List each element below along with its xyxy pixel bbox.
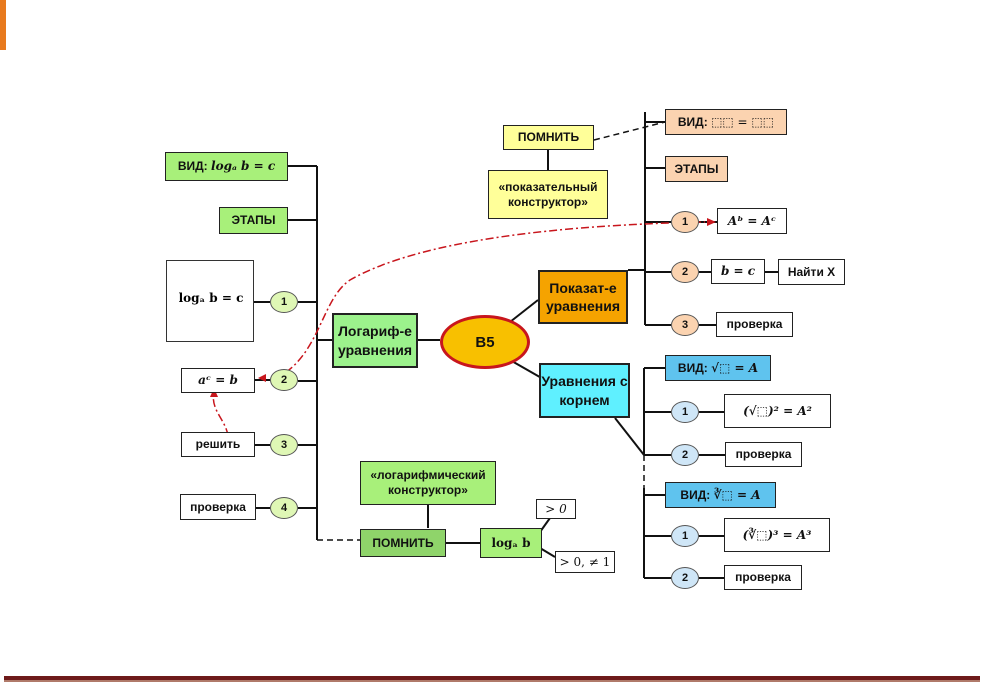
log-step-4-circle: 4 xyxy=(270,497,298,519)
exp-vid-label: ВИД: xyxy=(677,114,708,129)
root-cb-step2-box: проверка xyxy=(724,565,802,590)
log-vid-label: ВИД: xyxy=(177,159,208,173)
root-cb-step-1-circle: 1 xyxy=(671,525,699,547)
log-remember-label: ПОМНИТЬ xyxy=(372,535,434,550)
log-vid-formula: logₐ b = c xyxy=(211,159,276,173)
root-vid2-label: ВИД: xyxy=(680,487,711,502)
exp-constructor-box: «показательный конструктор» xyxy=(488,170,608,219)
root-cb-step2-label: проверка xyxy=(735,570,791,584)
root-branch-title-text: Уравнения с корнем xyxy=(541,373,628,408)
log-constructor-box: «логарифмический конструктор» xyxy=(360,461,496,505)
root-vid1-label: ВИД: xyxy=(677,360,708,375)
log-etapy-box: ЭТАПЫ xyxy=(219,207,288,234)
log-step3-box: решить xyxy=(181,432,255,457)
exp-step1-box: Aᵇ = Aᶜ xyxy=(717,208,787,234)
center-node: B5 xyxy=(440,315,530,369)
exp-constructor-label: «показательный конструктор» xyxy=(498,179,598,209)
root-sq-step2-label: проверка xyxy=(735,447,792,461)
log-vid-box: ВИД: logₐ b = c xyxy=(165,152,288,181)
exp-remember-label: ПОМНИТЬ xyxy=(517,130,580,144)
log-step-3-circle: 3 xyxy=(270,434,298,456)
log-step4-box: проверка xyxy=(180,494,256,520)
root-sq-step2-box: проверка xyxy=(725,442,802,467)
log-formula: logₐ b xyxy=(491,535,531,550)
log-step3-label: решить xyxy=(195,437,241,451)
root-cb-step1-formula: (∛⬚)³ = A³ xyxy=(742,527,812,542)
exp-etapy-label: ЭТАПЫ xyxy=(674,161,719,176)
exp-step3-label: проверка xyxy=(726,317,783,331)
root-vid1-box: ВИД: √⬚ = A xyxy=(665,355,771,381)
log-branch-title-text: Логариф-е уравнения xyxy=(337,323,413,358)
root-sq-step1-box: (√⬚)² = A² xyxy=(724,394,831,428)
footer-line xyxy=(4,676,980,682)
root-vid2-box: ВИД: ∛⬚ = A xyxy=(665,482,776,508)
log-constructor-label: «логарифмический конструктор» xyxy=(370,468,486,497)
log-step2-formula: aᶜ = b xyxy=(198,373,238,387)
exp-branch-title: Показат-е уравнения xyxy=(538,270,628,324)
exp-vid-formula: ⬚⬚ = ⬚⬚ xyxy=(711,114,775,129)
exp-remember-box: ПОМНИТЬ xyxy=(503,125,594,150)
exp-branch-title-text: Показат-е уравнения xyxy=(545,279,621,314)
root-sq-step-2-circle: 2 xyxy=(671,444,699,466)
log-cond-b-box: > 0 xyxy=(536,499,576,519)
log-step-2-circle: 2 xyxy=(270,369,298,391)
root-vid2-formula: ∛⬚ = A xyxy=(713,487,761,502)
log-step2-box: aᶜ = b xyxy=(181,368,255,393)
log-branch-title: Логариф-е уравнения xyxy=(332,313,418,368)
log-cond-a-box: > 0, ≠ 1 xyxy=(555,551,615,573)
log-formula-box: logₐ b xyxy=(480,528,542,558)
exp-etapy-box: ЭТАПЫ xyxy=(665,156,728,182)
exp-step1-formula: Aᵇ = Aᶜ xyxy=(727,213,777,228)
exp-step3-box: проверка xyxy=(716,312,793,337)
exp-step2-extra-box: Найти Х xyxy=(778,259,845,285)
root-sq-step1-formula: (√⬚)² = A² xyxy=(743,403,812,418)
accent-bar xyxy=(0,0,6,50)
exp-step-3-circle: 3 xyxy=(671,314,699,336)
exp-step2-extra-label: Найти Х xyxy=(787,264,836,279)
root-sq-step-1-circle: 1 xyxy=(671,401,699,423)
log-cond-b: > 0 xyxy=(545,501,567,516)
center-label: B5 xyxy=(475,333,495,351)
root-branch-title: Уравнения с корнем xyxy=(539,363,630,418)
log-cycle-formula: logₐ b = c xyxy=(178,291,244,305)
log-cycle-box: logₐ b = c xyxy=(166,260,254,342)
log-etapy-label: ЭТАПЫ xyxy=(231,213,276,227)
exp-step2-box: b = c xyxy=(711,259,765,284)
root-cb-step-2-circle: 2 xyxy=(671,567,699,589)
log-step4-label: проверка xyxy=(190,499,246,514)
log-step-1-circle: 1 xyxy=(270,291,298,313)
log-cond-a: > 0, ≠ 1 xyxy=(559,554,611,569)
log-remember-box: ПОМНИТЬ xyxy=(360,529,446,557)
exp-step2-formula: b = c xyxy=(720,264,756,278)
exp-vid-box: ВИД: ⬚⬚ = ⬚⬚ xyxy=(665,109,787,135)
exp-step-2-circle: 2 xyxy=(671,261,699,283)
root-cb-step1-box: (∛⬚)³ = A³ xyxy=(724,518,830,552)
root-vid1-formula: √⬚ = A xyxy=(711,360,759,375)
exp-step-1-circle: 1 xyxy=(671,211,699,233)
